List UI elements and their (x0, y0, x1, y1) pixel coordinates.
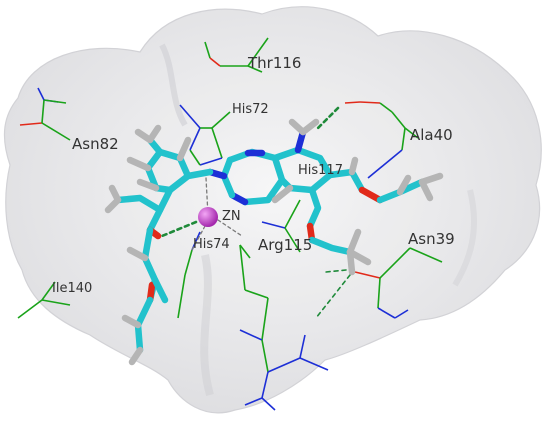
residue-ala40-sticks (344, 101, 419, 179)
residue-thr116-sticks (204, 37, 269, 73)
label-asn82: Asn82 (72, 135, 119, 153)
label-ile140: Ile140 (52, 281, 92, 296)
residue-asn39-sticks (354, 247, 443, 319)
surface-fold (200, 254, 214, 397)
hbond-lines (160, 106, 351, 319)
residue-asn82-sticks (19, 87, 71, 141)
residue-his117-sticks (261, 199, 301, 253)
label-his72: His72 (232, 102, 269, 117)
label-his117: His117 (298, 163, 343, 178)
residue-ile140-sticks (17, 281, 71, 319)
residue-his72-sticks (179, 104, 231, 166)
label-asn39: Asn39 (408, 230, 455, 248)
label-ala40: Ala40 (410, 126, 453, 144)
surface-fold (159, 43, 188, 127)
residue-arg115-sticks (239, 244, 329, 411)
ligand-sticks (104, 118, 444, 366)
label-thr116: Thr116 (247, 54, 301, 72)
label-arg115: Arg115 (258, 236, 312, 254)
surface-fold (452, 189, 478, 287)
label-his74: His74 (193, 237, 230, 252)
label-zn: ZN (222, 209, 241, 224)
zinc-ion (198, 207, 218, 227)
